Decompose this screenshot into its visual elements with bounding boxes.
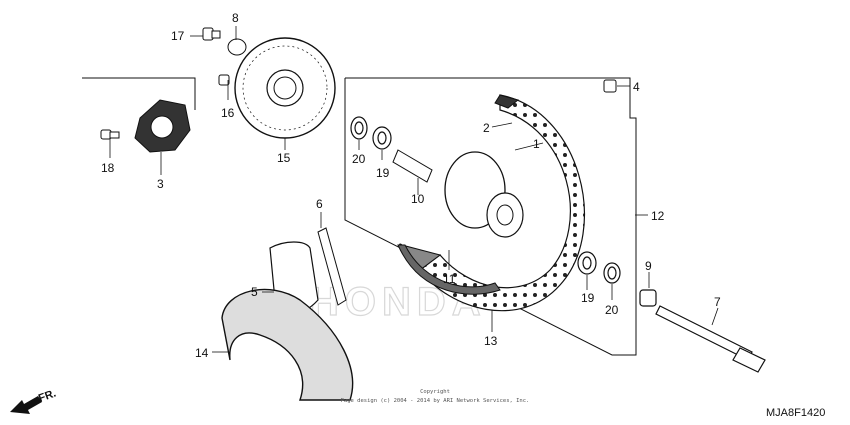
label-part-19-right: 19 bbox=[581, 291, 595, 305]
label-part-18: 18 bbox=[101, 161, 115, 175]
axle-parts bbox=[639, 289, 766, 373]
rim-strip bbox=[317, 227, 347, 306]
label-part-3: 3 bbox=[157, 177, 164, 191]
valve-cap bbox=[603, 79, 617, 93]
label-part-7: 7 bbox=[714, 295, 721, 309]
small-fasteners bbox=[100, 27, 247, 140]
label-part-20-left: 20 bbox=[352, 152, 366, 166]
label-part-13: 13 bbox=[484, 334, 498, 348]
label-part-8: 8 bbox=[232, 11, 239, 25]
label-part-11: 11 bbox=[443, 272, 456, 286]
disc-hub-flange bbox=[134, 99, 191, 153]
front-arrow-icon bbox=[10, 396, 42, 414]
label-part-2: 2 bbox=[483, 121, 490, 135]
label-part-20-right: 20 bbox=[605, 303, 619, 317]
left-bearings bbox=[350, 116, 392, 150]
label-part-15: 15 bbox=[277, 151, 291, 165]
leader-lines bbox=[109, 26, 719, 353]
part-labels: 1 2 3 4 5 6 7 8 9 10 11 12 13 14 15 16 1… bbox=[101, 11, 721, 360]
diagram-code: MJA8F1420 bbox=[766, 407, 825, 419]
distance-collar bbox=[392, 149, 433, 183]
assembly-frame bbox=[82, 77, 637, 356]
copyright-line-1: Copyright bbox=[420, 389, 450, 395]
rim-band bbox=[397, 244, 501, 295]
label-part-4: 4 bbox=[633, 80, 640, 94]
label-part-6: 6 bbox=[316, 197, 323, 211]
copyright-line-2: Page design (c) 2004 - 2014 by ARI Netwo… bbox=[341, 398, 530, 404]
label-part-1: 1 bbox=[533, 137, 540, 151]
label-part-14: 14 bbox=[195, 346, 209, 360]
right-bearings bbox=[577, 251, 621, 284]
label-part-16: 16 bbox=[221, 106, 235, 120]
label-part-10: 10 bbox=[411, 192, 425, 206]
label-part-9: 9 bbox=[645, 259, 652, 273]
front-direction-indicator: FR. bbox=[10, 387, 58, 414]
label-part-5: 5 bbox=[251, 285, 258, 299]
label-part-17: 17 bbox=[171, 29, 185, 43]
front-label: FR. bbox=[37, 387, 58, 404]
label-part-19-left: 19 bbox=[376, 166, 390, 180]
brake-disc bbox=[234, 37, 336, 139]
label-part-12: 12 bbox=[651, 209, 665, 223]
tire bbox=[221, 288, 354, 401]
